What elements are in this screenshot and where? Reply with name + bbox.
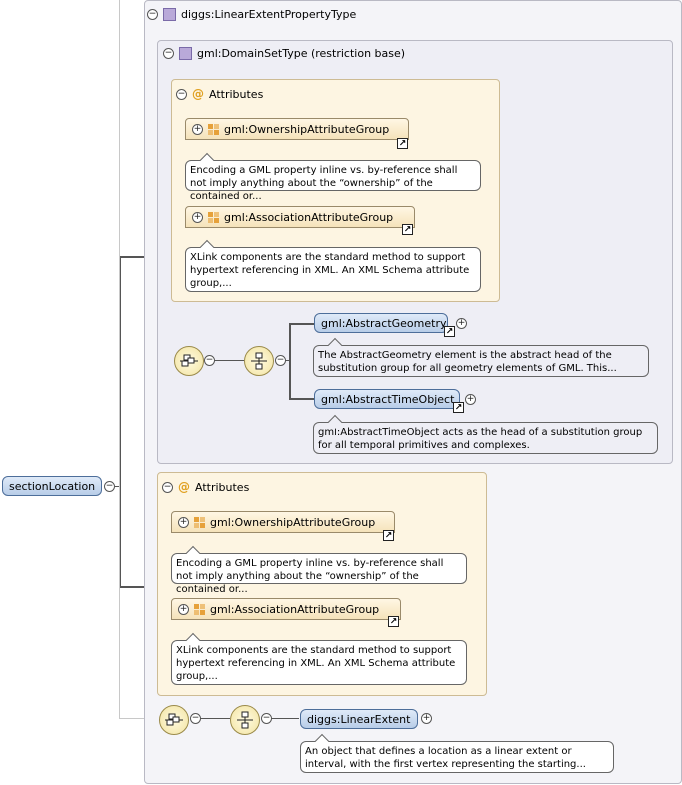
- documentation-note: Encoding a GML property inline vs. by-re…: [171, 553, 467, 595]
- expand-icon[interactable]: [421, 713, 432, 724]
- documentation-note: The AbstractGeometry element is the abst…: [313, 345, 649, 377]
- complex-type-icon: [163, 8, 176, 21]
- attributes-header[interactable]: @ Attributes: [176, 87, 263, 101]
- connector: [214, 360, 244, 361]
- connector: [285, 360, 290, 361]
- attributes-header[interactable]: @ Attributes: [162, 480, 249, 494]
- connector-light-h: [119, 718, 159, 719]
- reference-arrow-icon[interactable]: ↗: [397, 138, 408, 149]
- expand-icon[interactable]: [192, 211, 203, 223]
- collapse-icon[interactable]: [204, 355, 215, 366]
- attribute-icon: @: [192, 87, 204, 101]
- complex-type-icon: [179, 47, 192, 60]
- restriction-header[interactable]: gml:DomainSetType (restriction base): [163, 47, 405, 60]
- documentation-note: An object that defines a location as a l…: [300, 741, 614, 773]
- attribute-group-icon: [194, 516, 205, 528]
- attribute-icon: @: [178, 480, 190, 494]
- collapse-icon[interactable]: [261, 713, 272, 724]
- element-linear-extent[interactable]: diggs:LinearExtent: [300, 709, 418, 729]
- attribute-group-label: gml:AssociationAttributeGroup: [210, 602, 380, 616]
- reference-arrow-icon[interactable]: ↗: [383, 530, 394, 541]
- reference-arrow-icon[interactable]: ↗: [388, 616, 399, 627]
- collapse-icon[interactable]: [147, 9, 158, 20]
- connector-light: [119, 0, 120, 718]
- expand-icon[interactable]: [465, 394, 476, 405]
- element-abstract-geometry[interactable]: gml:AbstractGeometry: [314, 313, 448, 333]
- connector-bottom: [119, 586, 157, 588]
- root-element-sectionlocation[interactable]: sectionLocation: [2, 476, 102, 496]
- attribute-group-icon: [208, 123, 219, 135]
- connector: [289, 323, 291, 399]
- expand-icon[interactable]: [178, 603, 189, 615]
- attribute-group-association[interactable]: gml:AssociationAttributeGroup: [185, 206, 415, 228]
- attributes-label: Attributes: [209, 87, 264, 101]
- choice-compositor-icon[interactable]: [230, 705, 260, 735]
- collapse-icon[interactable]: [190, 713, 201, 724]
- attribute-group-association[interactable]: gml:AssociationAttributeGroup: [171, 598, 401, 620]
- documentation-note: Encoding a GML property inline vs. by-re…: [185, 160, 481, 202]
- connector: [200, 718, 230, 719]
- connector-top: [119, 256, 157, 258]
- attribute-group-ownership[interactable]: gml:OwnershipAttributeGroup: [185, 118, 409, 140]
- connector-trunk: [119, 256, 121, 587]
- sequence-compositor-icon[interactable]: [159, 705, 189, 735]
- attributes-label: Attributes: [195, 480, 250, 494]
- collapse-icon[interactable]: [176, 88, 187, 100]
- documentation-note: XLink components are the standard method…: [171, 640, 467, 685]
- reference-arrow-icon[interactable]: ↗: [444, 326, 455, 337]
- complex-type-label: diggs:LinearExtentPropertyType: [181, 8, 357, 21]
- sequence-compositor-icon[interactable]: [174, 346, 204, 376]
- complex-type-header[interactable]: diggs:LinearExtentPropertyType: [147, 8, 356, 21]
- reference-arrow-icon[interactable]: ↗: [453, 402, 464, 413]
- choice-compositor-icon[interactable]: [244, 346, 274, 376]
- attribute-group-label: gml:OwnershipAttributeGroup: [210, 515, 376, 529]
- restriction-label: gml:DomainSetType (restriction base): [197, 47, 406, 60]
- element-label: gml:AbstractTimeObject: [321, 392, 455, 406]
- root-element-label: sectionLocation: [9, 479, 96, 493]
- expand-icon[interactable]: [456, 318, 467, 329]
- expand-icon[interactable]: [178, 516, 189, 528]
- collapse-icon[interactable]: [163, 48, 174, 59]
- attribute-group-icon: [194, 603, 205, 615]
- attribute-group-icon: [208, 211, 219, 223]
- element-abstract-time-object[interactable]: gml:AbstractTimeObject: [314, 389, 460, 409]
- connector: [289, 323, 315, 325]
- collapse-icon[interactable]: [275, 355, 286, 366]
- attribute-group-label: gml:OwnershipAttributeGroup: [224, 122, 390, 136]
- connector: [271, 718, 299, 719]
- element-label: diggs:LinearExtent: [307, 712, 411, 726]
- collapse-icon[interactable]: [162, 481, 173, 493]
- collapse-icon[interactable]: [104, 481, 115, 492]
- reference-arrow-icon[interactable]: ↗: [402, 224, 413, 235]
- attribute-group-ownership[interactable]: gml:OwnershipAttributeGroup: [171, 511, 395, 533]
- element-label: gml:AbstractGeometry: [321, 316, 447, 330]
- documentation-note: XLink components are the standard method…: [185, 247, 481, 292]
- connector-root: [115, 486, 119, 487]
- attribute-group-label: gml:AssociationAttributeGroup: [224, 210, 394, 224]
- documentation-note: gml:AbstractTimeObject acts as the head …: [313, 422, 658, 454]
- expand-icon[interactable]: [192, 123, 203, 135]
- connector: [289, 398, 315, 400]
